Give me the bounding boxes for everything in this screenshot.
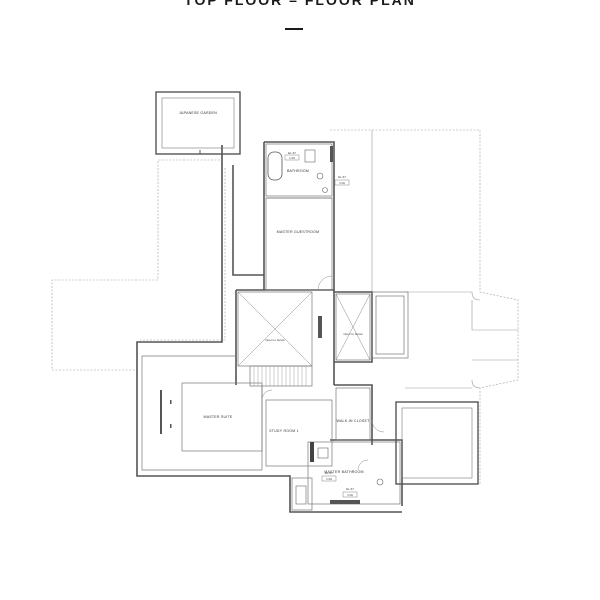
open-to-below-atrium-label: Open to below — [343, 332, 363, 336]
study-room-label: STUDY ROOM 1 — [269, 429, 299, 433]
japanese-garden-label: JAPANESE GARDEN — [179, 111, 217, 115]
fixtures — [295, 146, 384, 505]
wardrobe-marks — [160, 390, 172, 434]
balcony-frame — [371, 291, 409, 359]
interior-walls — [141, 143, 401, 511]
title-divider — [285, 28, 303, 30]
level-tag: EL.67 1.00 — [321, 471, 337, 482]
level-tag-bottom: 1.00 — [326, 477, 332, 481]
stair-treads — [253, 366, 307, 386]
level-tag-bottom: 1.00 — [347, 493, 353, 497]
bathroom-label: BATHROOM — [287, 169, 309, 173]
master-bathroom-label: MASTER BATHROOM — [324, 470, 363, 474]
level-tag-top: EL.67 — [325, 471, 333, 475]
deck-box — [395, 401, 479, 485]
open-to-below-label: Open to below — [265, 338, 285, 342]
page-title: TOP FLOOR – FLOOR PLAN — [184, 0, 416, 8]
door-swings — [261, 275, 385, 471]
bathtub — [267, 151, 283, 181]
level-tag-top: EL.67 — [288, 151, 296, 155]
walk-in-closet-label: WALK-IN CLOSET — [336, 419, 370, 423]
level-tag: EL.67 1.00 — [284, 151, 300, 161]
level-tag-bottom: 1.00 — [289, 156, 295, 160]
japanese-garden — [155, 91, 241, 155]
void-markers — [237, 291, 371, 367]
level-tag: EL.67 1.00 — [334, 175, 350, 186]
level-tag-bottom: 1.00 — [339, 181, 345, 185]
level-tag-top: EL.67 — [346, 487, 354, 491]
exterior-walls — [136, 141, 403, 513]
site-outline — [51, 129, 519, 485]
level-tag-top: EL.67 — [338, 175, 346, 179]
master-suite-label: MASTER SUITE — [204, 415, 233, 419]
level-tag: EL.67 1.00 — [342, 487, 358, 498]
roof-lines — [371, 130, 518, 389]
master-guestroom-label: MASTER GUESTROOM — [277, 230, 320, 234]
